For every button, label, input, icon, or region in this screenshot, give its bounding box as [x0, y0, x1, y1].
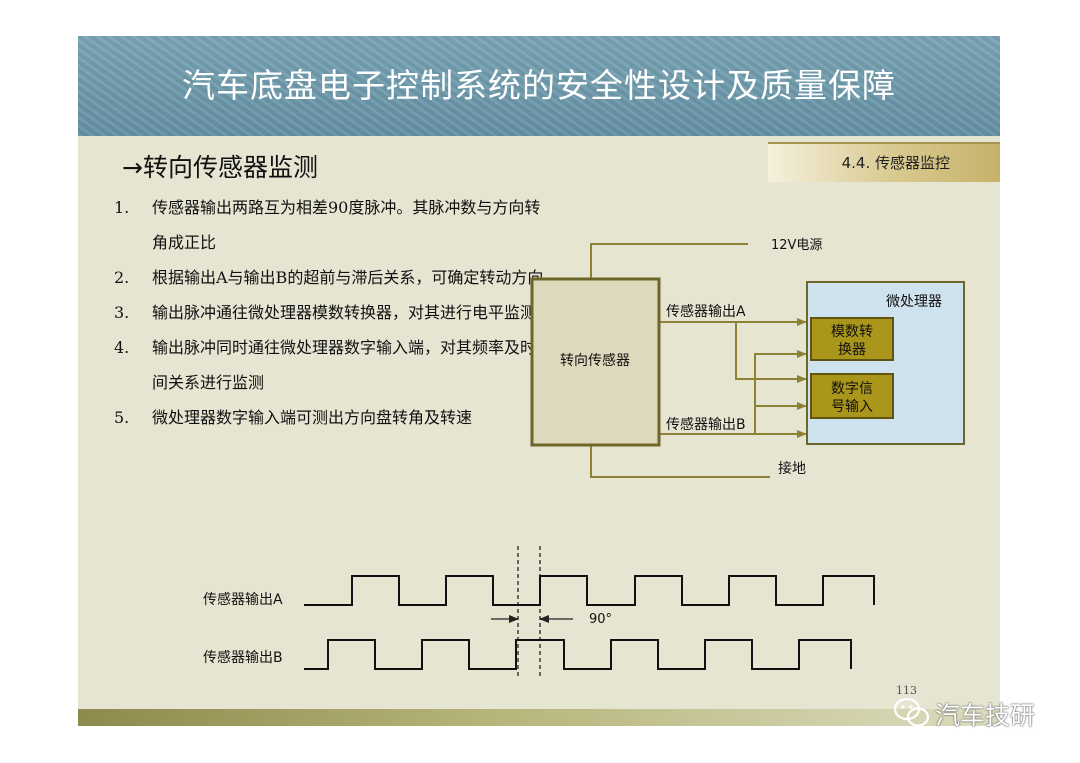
item-text: 微处理器数字输入端可测出方向盘转角及转速	[152, 408, 473, 427]
power-wire	[590, 243, 748, 279]
list-item: 1. 传感器输出两路互为相差90度脉冲。其脉冲数与方向转角成正比	[114, 190, 544, 260]
bullet-list: 1. 传感器输出两路互为相差90度脉冲。其脉冲数与方向转角成正比 2. 根据输出A与…	[114, 190, 544, 435]
ground-label: 接地	[778, 460, 806, 477]
list-item: 2. 根据输出A与输出B的超前与滞后关系，可确定转动方向	[114, 260, 544, 295]
section-tag: 4.4. 传感器监控	[768, 142, 1000, 182]
item-text: 传感器输出两路互为相差90度脉冲。其脉冲数与方向转角成正比	[152, 198, 541, 252]
microprocessor-label: 微处理器	[886, 294, 942, 310]
item-number: 1.	[114, 198, 130, 217]
item-number: 2.	[114, 268, 130, 287]
wave-a-label: 传感器输出A	[203, 591, 283, 608]
list-item: 3. 输出脉冲通往微处理器模数转换器，对其进行电平监测	[114, 295, 544, 330]
wave-a	[304, 575, 875, 606]
ground-wire	[590, 445, 770, 478]
list-item: 5. 微处理器数字输入端可测出方向盘转角及转速	[114, 400, 544, 435]
watermark-text: 汽车技研	[935, 701, 1036, 730]
a-to-digital-wire	[735, 322, 807, 383]
wave-b	[304, 639, 852, 670]
digital-label-line2: 号输入	[831, 399, 873, 415]
footer-bar	[78, 709, 1000, 726]
item-text: 根据输出A与输出B的超前与滞后关系，可确定转动方向	[152, 268, 544, 287]
adc-label-line2: 换器	[838, 341, 866, 358]
diagram-canvas: 转向传感器 微处理器 模数转 换器 数字信 号输入 12V电源 传感器输出A 传…	[203, 238, 965, 676]
digital-label-line1: 数字信	[831, 381, 873, 397]
sensor-label: 转向传感器	[560, 352, 630, 369]
wechat-icon	[893, 697, 930, 727]
sensor-box	[530, 277, 661, 447]
item-number: 3.	[114, 303, 130, 322]
adc-box	[810, 317, 894, 361]
slide: 汽车底盘电子控制系统的安全性设计及质量保障 4.4. 传感器监控 →转向传感器监…	[78, 36, 1000, 726]
item-text: 输出脉冲通往微处理器模数转换器，对其进行电平监测	[152, 303, 537, 322]
power-label: 12V电源	[771, 238, 822, 253]
b-to-adc-wire	[754, 350, 807, 434]
subtitle: →转向传感器监测	[122, 153, 318, 182]
digital-input-box	[810, 373, 894, 419]
output-b-label: 传感器输出B	[666, 416, 746, 433]
item-text: 输出脉冲同时通往微处理器数字输入端，对其频率及时间关系进行监测	[152, 338, 537, 392]
wave-b-label: 传感器输出B	[203, 649, 283, 666]
item-number: 4.	[114, 338, 130, 357]
page-number: 113	[896, 684, 917, 697]
output-a-label: 传感器输出A	[666, 303, 746, 320]
item-number: 5.	[114, 408, 130, 427]
slide-title: 汽车底盘电子控制系统的安全性设计及质量保障	[182, 66, 896, 105]
section-tag-label: 4.4. 传感器监控	[841, 154, 950, 172]
title-bar: 汽车底盘电子控制系统的安全性设计及质量保障	[78, 36, 1000, 136]
phase-label: 90°	[589, 612, 612, 627]
wiring	[590, 243, 807, 478]
adc-label-line1: 模数转	[831, 324, 873, 340]
list-item: 4. 输出脉冲同时通往微处理器数字输入端，对其频率及时间关系进行监测	[114, 330, 544, 400]
